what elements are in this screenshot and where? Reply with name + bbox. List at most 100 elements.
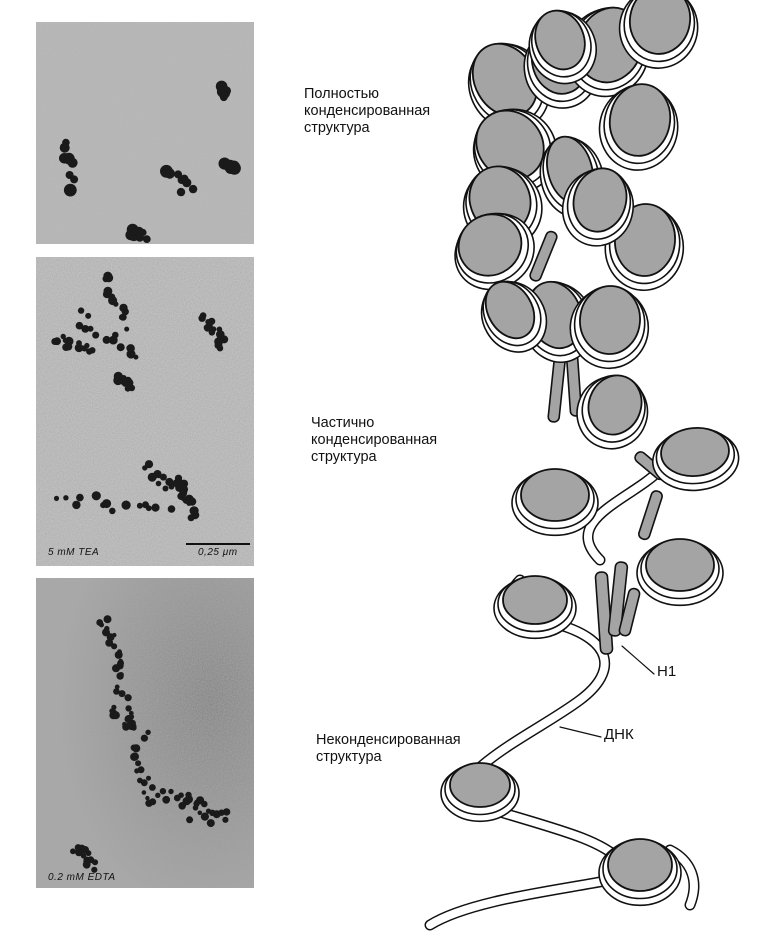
micrograph-particle xyxy=(117,659,124,667)
micrograph-particle xyxy=(121,500,131,510)
caption-line: Неконденсированная xyxy=(316,732,461,748)
micrograph-particle xyxy=(135,760,142,767)
nucleosome xyxy=(569,285,650,370)
micrograph-particle xyxy=(140,734,148,742)
micrograph-particle xyxy=(87,325,94,332)
caption-line: структура xyxy=(304,120,370,136)
nucleosome xyxy=(528,9,597,85)
micrograph-particle xyxy=(124,326,130,332)
micrograph-particle xyxy=(199,312,207,319)
micrograph-particle xyxy=(227,161,241,175)
nucleosome xyxy=(651,427,740,492)
micrograph-particle xyxy=(74,343,84,353)
micrograph-particle xyxy=(113,376,120,383)
micrograph-particle xyxy=(208,317,216,325)
micrograph-particle xyxy=(118,690,126,698)
caption-line: конденсированная xyxy=(311,432,438,448)
micrograph-particle xyxy=(165,477,174,487)
micrograph-particle xyxy=(144,460,154,469)
micrograph-particle xyxy=(141,790,147,795)
micrograph-particle xyxy=(167,505,176,513)
micrograph-particle xyxy=(168,788,174,795)
micrograph-partially-condensed: 5 mM TEA 0,25 μm xyxy=(36,257,254,566)
micrograph-particle xyxy=(155,480,162,487)
micrograph-particle xyxy=(186,816,194,824)
micrograph-particle xyxy=(222,816,229,823)
micrograph-particle xyxy=(126,695,132,701)
micrograph-particle xyxy=(76,493,84,502)
micrograph-particle xyxy=(132,744,141,753)
micrograph-particle xyxy=(162,485,169,492)
micrograph-particle xyxy=(124,385,131,392)
micrograph-fully-condensed xyxy=(36,22,254,244)
micrograph-particle xyxy=(72,500,81,510)
micrograph-particle xyxy=(179,489,188,497)
micrograph-particle xyxy=(116,672,124,680)
micrograph-particle xyxy=(102,335,111,344)
micrograph-particle xyxy=(52,338,58,345)
micrograph-particle xyxy=(159,788,167,795)
micrograph-particle xyxy=(219,93,228,102)
micrograph-particle xyxy=(92,331,100,339)
micrograph-particle xyxy=(64,336,74,346)
micrograph-particle xyxy=(110,709,117,716)
micrograph-particle xyxy=(159,473,167,481)
micrograph-particle xyxy=(124,715,133,724)
micrograph-particle xyxy=(146,775,151,781)
micrograph-particle xyxy=(76,340,82,346)
micrograph-particle xyxy=(164,168,175,179)
caption-line: Частично xyxy=(311,415,375,431)
micrograph-particle xyxy=(207,323,213,329)
micrograph-particle xyxy=(91,866,98,873)
micrograph-particle xyxy=(133,354,139,360)
micrograph-particle xyxy=(70,848,76,855)
micrograph-particle xyxy=(64,343,73,351)
micrograph-2-label: 5 mM TEA xyxy=(48,547,100,558)
micrograph-particle xyxy=(149,784,156,791)
micrograph-particle xyxy=(142,235,151,244)
micrograph-particle xyxy=(130,752,139,761)
micrograph-particle xyxy=(187,514,195,522)
caption-line: Полностью xyxy=(304,86,380,102)
micrograph-particle xyxy=(112,664,120,673)
micrograph-particle xyxy=(105,639,114,647)
micrograph-particle xyxy=(201,800,208,808)
micrograph-particle xyxy=(141,779,148,785)
micrograph-particle xyxy=(91,491,101,501)
micrograph-particle xyxy=(99,622,104,628)
micrograph-particle xyxy=(121,308,129,316)
micrograph-particle xyxy=(133,226,144,237)
caption-line: структура xyxy=(311,449,377,465)
nucleosome xyxy=(480,280,548,353)
micrograph-particle xyxy=(200,812,209,821)
micrograph-particle xyxy=(102,499,112,509)
micrograph-particle xyxy=(116,343,125,352)
nucleosome xyxy=(511,468,599,537)
micrograph-particle xyxy=(92,859,99,866)
h1-leader-line xyxy=(621,645,655,675)
micrograph-particle xyxy=(113,688,120,695)
micrograph-particle xyxy=(85,312,92,319)
micrograph-particle xyxy=(130,723,137,730)
micrograph-particle xyxy=(220,335,229,344)
micrograph-particle xyxy=(145,729,151,735)
nucleosome xyxy=(561,167,634,247)
micrograph-particle xyxy=(136,502,143,509)
micrograph-particle xyxy=(59,142,70,153)
micrograph-particle xyxy=(192,805,199,811)
micrograph-particle xyxy=(86,348,93,355)
micrograph-particle xyxy=(102,275,110,283)
nucleosome xyxy=(598,83,679,171)
micrograph-particle xyxy=(63,495,69,501)
caption-fully-condensed: Полностью конденсированная структура xyxy=(304,86,430,137)
micrograph-particle xyxy=(126,349,136,359)
micrograph-particle xyxy=(118,314,125,321)
micrograph-particle xyxy=(188,184,198,194)
micrograph-particle xyxy=(151,503,160,512)
nucleosome xyxy=(636,538,724,607)
micrograph-particle xyxy=(75,321,84,330)
micrograph-particle xyxy=(70,175,79,184)
micrograph-particle xyxy=(149,798,157,806)
micrograph-particle xyxy=(125,705,132,712)
micrograph-particle xyxy=(134,768,140,774)
